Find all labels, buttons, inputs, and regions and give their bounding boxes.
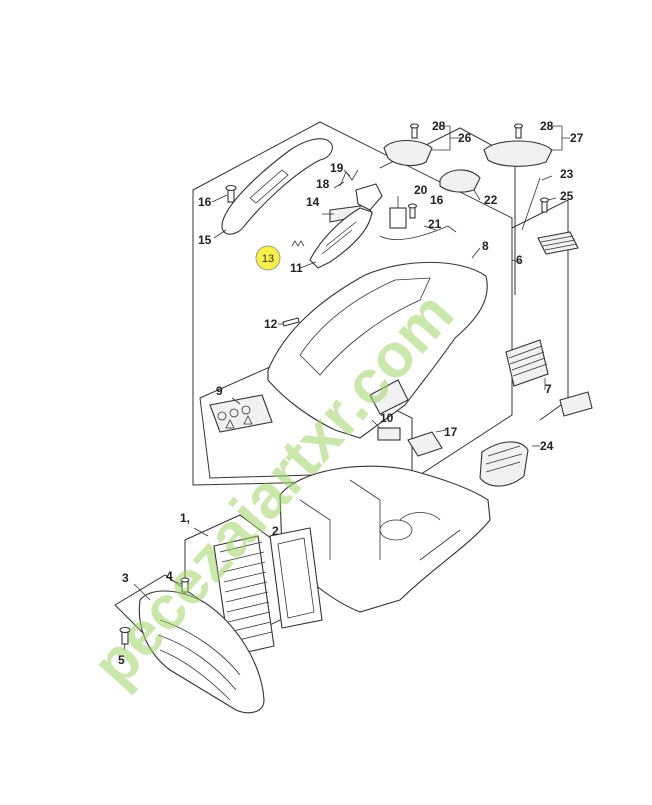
screw-part-28b	[513, 123, 524, 139]
label-part-right	[559, 391, 593, 417]
cover-part-8	[267, 261, 488, 439]
part-label: 18	[316, 177, 330, 191]
screw-part-16b	[407, 203, 418, 219]
handle-part-15-slot	[249, 169, 289, 204]
part-label: 28	[432, 119, 446, 133]
part-label: 27	[570, 131, 584, 145]
part-label: 9	[216, 384, 223, 398]
part-label: 4	[166, 569, 173, 583]
part-label: 8	[482, 239, 489, 253]
grip-part-17	[407, 431, 443, 457]
leader-lines	[123, 125, 570, 651]
engine-housing-detail	[299, 479, 461, 561]
knob-part-22	[439, 169, 481, 193]
part-label: 19	[330, 161, 344, 175]
bracket-part-20	[389, 207, 407, 229]
part-label: 17	[444, 425, 458, 439]
part-label: 22	[484, 193, 498, 207]
stud-part-4	[180, 577, 190, 593]
screw-part-28a	[409, 123, 420, 139]
cable-part-21	[379, 225, 457, 241]
insert-part-11	[309, 207, 373, 269]
part-label: 23	[560, 167, 574, 181]
cover-part-26	[383, 139, 433, 167]
front-cover-part-3-louvers	[157, 619, 241, 701]
cover-part-8-opening	[299, 277, 431, 376]
screw-part-16	[225, 184, 237, 203]
pin-part-12	[282, 317, 300, 327]
filter-frame-part-2	[269, 527, 323, 629]
engine-housing-port	[379, 519, 413, 541]
insert-part-11-ribs	[321, 221, 357, 255]
spring-part-13	[291, 240, 305, 247]
part-label: 21	[428, 217, 442, 231]
part-label: 15	[198, 233, 212, 247]
part-label: 24	[540, 439, 554, 453]
cover-group-frame	[192, 121, 513, 486]
highlight-label: 13	[262, 253, 274, 265]
part-label: 16	[198, 195, 212, 209]
engine-housing	[279, 465, 491, 613]
cover-part-8-vent	[369, 379, 409, 415]
latch-part-18	[355, 183, 383, 211]
cover-part-27	[483, 140, 553, 167]
sticker-part-10	[377, 427, 401, 441]
part-label: 7	[545, 382, 552, 396]
part-label: 12	[264, 317, 278, 331]
part-label: 2	[272, 524, 279, 538]
part-label: 28	[540, 119, 554, 133]
part-label: 25	[560, 189, 574, 203]
grille-part-7	[505, 339, 549, 387]
screw-part-25	[539, 197, 550, 213]
part-label: 11	[290, 261, 303, 275]
rod-part-23	[521, 177, 541, 231]
front-cover-part-3	[138, 590, 265, 714]
part-label: 1,	[180, 511, 190, 525]
highlight-callout-13: 13	[255, 245, 281, 271]
mesh-part-top-right	[537, 231, 579, 255]
part-label: 16	[430, 193, 444, 207]
part-label: 10	[380, 411, 394, 425]
part-label: 6	[516, 253, 523, 267]
spring-part-19	[339, 169, 359, 187]
part-label: 14	[306, 195, 320, 209]
screw-part-5	[119, 626, 131, 645]
sticker-part-9	[209, 394, 273, 433]
part-label: 5	[118, 653, 125, 667]
shroud-part-24	[479, 441, 529, 487]
right-group-frame	[511, 199, 569, 421]
part-label: 20	[414, 183, 428, 197]
part-label: 26	[458, 131, 472, 145]
part-label: 3	[122, 571, 129, 585]
handle-part-15	[221, 138, 333, 235]
